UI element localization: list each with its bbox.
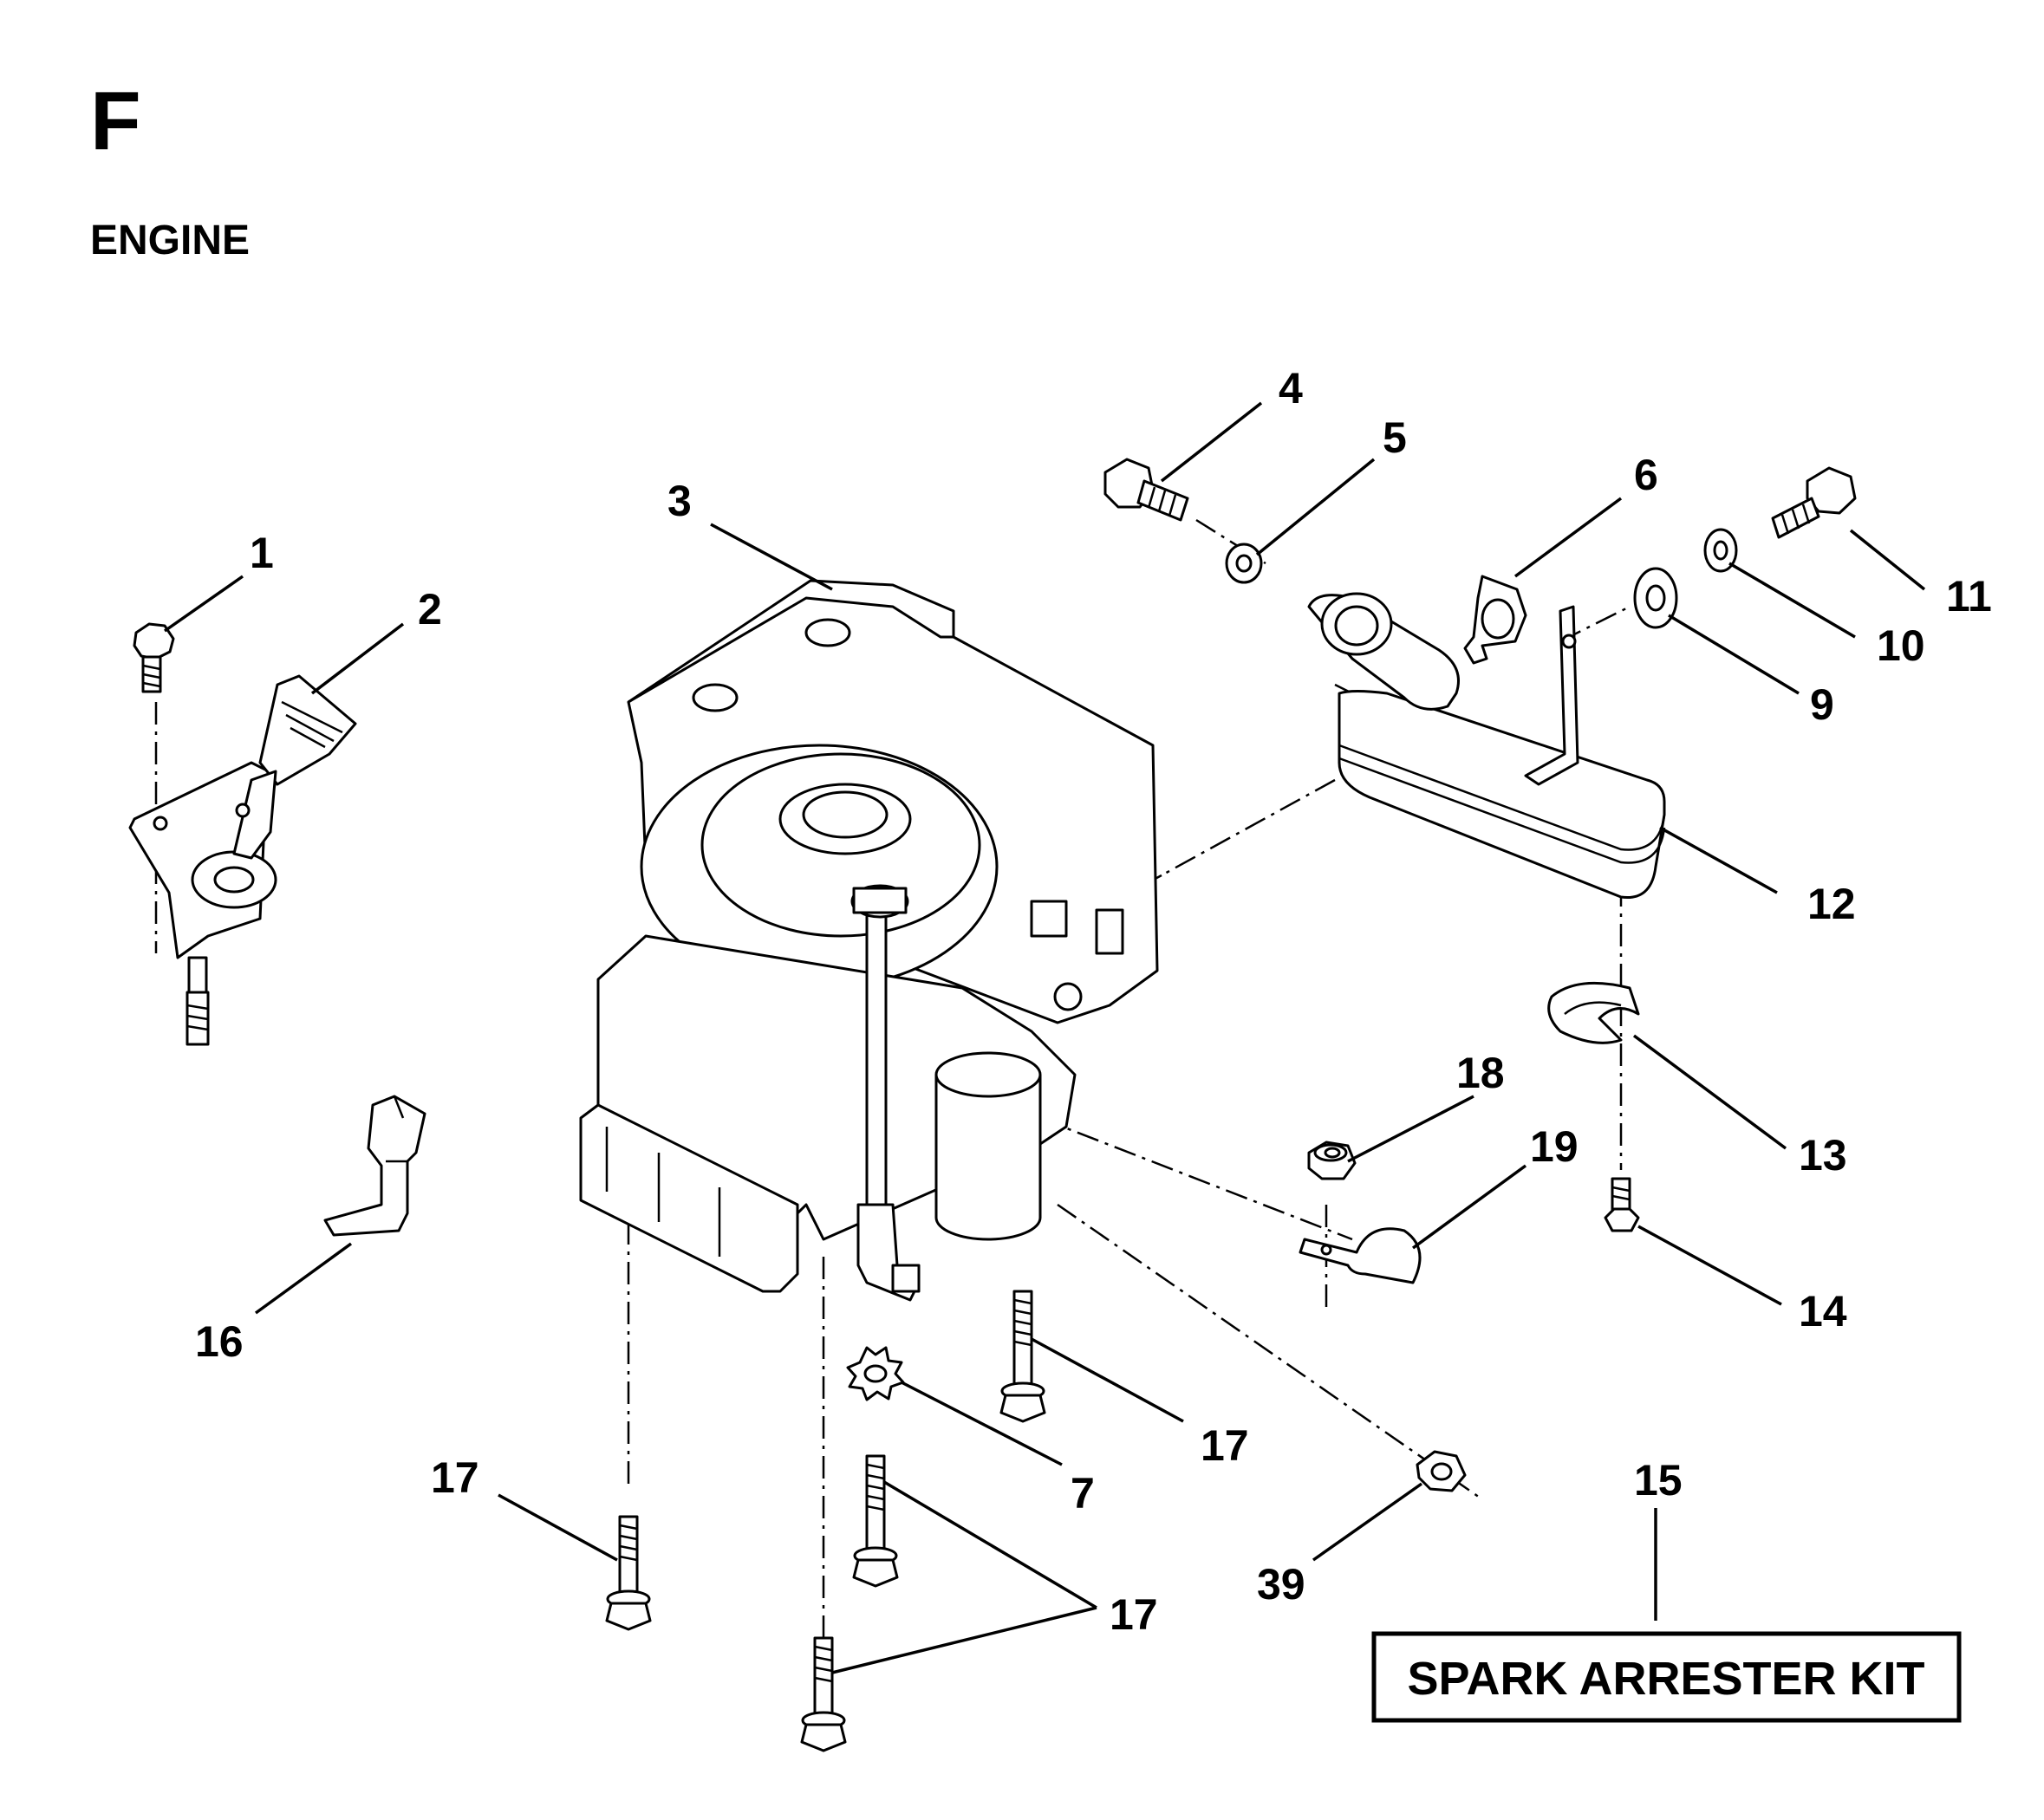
callout-13: 13 — [1799, 1131, 1847, 1180]
callout-16: 16 — [195, 1317, 244, 1366]
callout-18: 18 — [1456, 1049, 1505, 1097]
spark-arrester-kit-label: SPARK ARRESTER KIT — [1407, 1653, 1924, 1705]
spark-screen-part-13 — [1547, 981, 1640, 1044]
callout-10: 10 — [1877, 621, 1925, 670]
bolt-part-4 — [1103, 458, 1189, 522]
gasket-part-6 — [1463, 575, 1527, 665]
lock-washer-part-10 — [1703, 528, 1738, 573]
callout-39: 39 — [1257, 1560, 1305, 1609]
section-title: ENGINE — [90, 218, 251, 263]
bracket-part-16 — [323, 1095, 426, 1237]
bolt-part-17-d — [800, 1636, 847, 1752]
callout-12: 12 — [1807, 880, 1856, 928]
callout-17-left: 17 — [431, 1453, 479, 1502]
washer-part-9 — [1633, 567, 1678, 629]
callout-3: 3 — [667, 477, 692, 525]
bolt-part-17-b — [852, 1454, 899, 1588]
callout-19: 19 — [1530, 1122, 1579, 1171]
spark-arrester-kit-box: SPARK ARRESTER KIT — [1371, 1631, 1962, 1723]
callout-7: 7 — [1071, 1469, 1095, 1518]
clamp-part-19 — [1299, 1227, 1422, 1284]
callout-5: 5 — [1383, 413, 1407, 462]
callout-17-right: 17 — [1201, 1421, 1249, 1470]
callout-15: 15 — [1634, 1456, 1683, 1505]
throttle-bracket-part-2 — [128, 674, 357, 1046]
engine-part-3 — [579, 579, 1159, 1302]
callout-6: 6 — [1634, 451, 1658, 499]
star-washer-part-7 — [846, 1346, 905, 1401]
bolt-part-17-c — [605, 1515, 652, 1631]
bolt-part-1 — [133, 622, 175, 693]
leader-lines — [163, 401, 1926, 1674]
screw-part-14 — [1604, 1177, 1640, 1232]
callout-4: 4 — [1279, 364, 1303, 413]
callout-1: 1 — [250, 529, 274, 577]
nut-part-39 — [1416, 1450, 1467, 1492]
muffler-part-12 — [1307, 592, 1666, 900]
callout-17-bottom: 17 — [1110, 1590, 1158, 1639]
lock-nut-part-18 — [1307, 1141, 1357, 1180]
washer-part-5 — [1225, 543, 1263, 584]
callout-labels: 1 2 3 4 5 6 7 9 10 11 12 13 14 15 16 17 … — [195, 364, 1992, 1639]
bolt-part-11 — [1771, 466, 1857, 539]
callout-2: 2 — [418, 585, 442, 634]
bolt-part-17-a — [999, 1290, 1046, 1423]
callout-14: 14 — [1799, 1287, 1847, 1336]
callout-9: 9 — [1810, 680, 1834, 729]
section-letter: F — [90, 75, 141, 167]
callout-11: 11 — [1946, 572, 1992, 621]
